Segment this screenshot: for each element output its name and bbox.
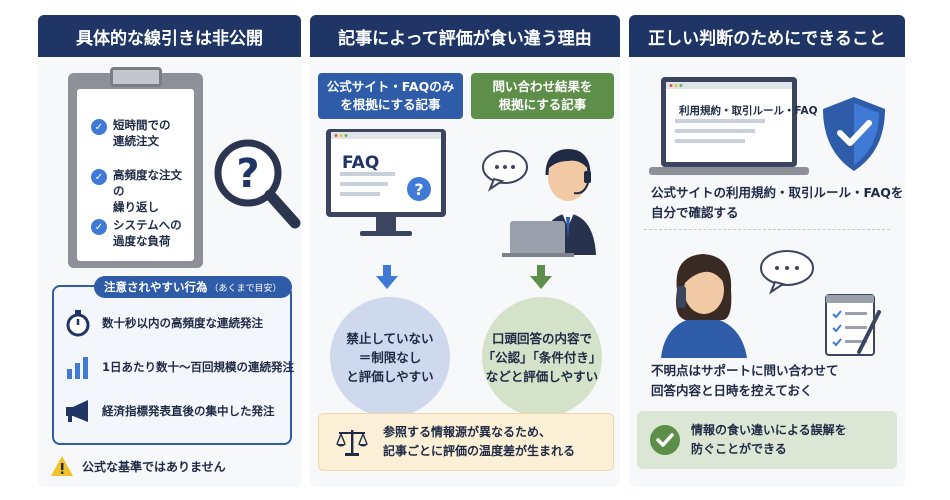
column-1-title: 具体的な線引きは非公開 <box>38 15 301 57</box>
inquiry-source-heading: 問い合わせ結果を 根拠にする記事 <box>471 73 614 119</box>
section-divider <box>644 229 890 230</box>
conclusion-line: 参照する情報源が異なるため、 <box>383 425 552 439</box>
heading-line: 公式サイト・FAQのみ <box>326 79 455 94</box>
column-2-title: 記事によって評価が食い違う理由 <box>310 15 620 57</box>
check-icon: ✓ <box>91 119 107 135</box>
shield-check-icon <box>823 97 885 171</box>
caution-title: 注意されやすい行為（あくまで目安） <box>94 276 292 298</box>
balance-scale-icon <box>336 430 368 456</box>
magnifier-question-icon: ? <box>214 139 301 229</box>
caution-item-label: 1日あたり数十〜百回規模の連続発注 <box>102 360 294 374</box>
column-undisclosed-criteria: 具体的な線引きは非公開 ✓ 短時間での 連続注文 ✓ 高頻度な注文の 繰り返し … <box>38 15 301 487</box>
faq-screen-label: FAQ <box>342 153 380 173</box>
clipboard-clip <box>110 67 162 87</box>
stopwatch-icon <box>64 309 92 337</box>
step-line: 自分で確認する <box>651 205 739 220</box>
caution-item-label: 経済指標発表直後の集中した発注 <box>102 404 275 418</box>
result-line: 情報の食い違いによる誤解を <box>691 423 847 437</box>
svg-text:?: ? <box>414 180 423 199</box>
checklist-text: 連続注文 <box>113 134 159 148</box>
disclaimer-text: 公式な基準ではありません <box>82 459 226 474</box>
arrow-down-icon <box>376 265 398 289</box>
terms-screen-label: 利用規約・取引ルール・FAQ <box>679 105 818 117</box>
official-source-evaluation: 禁止していない ＝制限なし と評価しやすい <box>330 297 450 417</box>
woman-phone-call-illustration <box>661 250 881 358</box>
evaluation-line: などと評価しやすい <box>485 368 599 384</box>
checklist-item: ✓ 高頻度な注文の 繰り返し <box>91 167 191 215</box>
caution-item: 数十秒以内の高頻度な連続発注 <box>64 309 263 337</box>
checklist-item: ✓ システムへの 過度な負荷 <box>91 217 191 249</box>
checklist-item: ✓ 短時間での 連続注文 <box>91 117 191 149</box>
check-icon: ✓ <box>91 169 107 185</box>
conclusion-box: 参照する情報源が異なるため、 記事ごとに評価の温度差が生まれる <box>318 413 614 471</box>
evaluation-line: ＝制限なし <box>358 349 422 365</box>
caution-box: 注意されやすい行為（あくまで目安） 数十秒以内の高頻度な連続発注 1日あたり <box>52 276 294 445</box>
evaluation-line: 「公認」「条件付き」 <box>482 349 602 365</box>
check-circle-icon <box>650 425 680 455</box>
checklist-text: 過度な負荷 <box>113 234 171 248</box>
check-icon: ✓ <box>91 219 107 235</box>
heading-line: 根拠にする記事 <box>498 97 587 112</box>
checklist-text: 短時間での <box>113 118 171 132</box>
official-source-heading: 公式サイト・FAQのみ を根拠にする記事 <box>318 73 463 119</box>
heading-line: を根拠にする記事 <box>340 97 441 112</box>
evaluation-line: と評価しやすい <box>346 368 434 384</box>
faq-monitor-illustration: ? <box>326 129 446 236</box>
caution-item: 経済指標発表直後の集中した発注 <box>64 397 275 425</box>
column-3-title: 正しい判断のためにできること <box>629 15 905 57</box>
caution-item-label: 数十秒以内の高頻度な連続発注 <box>102 316 263 330</box>
caution-title-text: 注意されやすい行為 <box>104 280 208 294</box>
caution-note: （あくまで目安） <box>209 283 282 294</box>
evaluation-line: 口頭回答の内容で <box>491 330 592 346</box>
step-contact-support: 不明点はサポートに問い合わせて 回答内容と日時を控えておく <box>651 361 839 401</box>
clipboard-paper: ✓ 短時間での 連続注文 ✓ 高頻度な注文の 繰り返し ✓ システムへの 過度な… <box>77 89 194 261</box>
disclaimer: 公式な基準ではありません <box>50 455 226 477</box>
checklist-text: システムへの <box>113 218 182 232</box>
caution-item: 1日あたり数十〜百回規模の連続発注 <box>64 353 294 381</box>
column-what-you-can-do: 正しい判断のためにできること 利用規約・取引ルール・FAQ 公式サイトの利用規約… <box>629 15 905 487</box>
checklist-text: 高頻度な注文の <box>113 168 182 198</box>
laptop-terms-illustration <box>649 77 809 175</box>
conclusion-line: 記事ごとに評価の温度差が生まれる <box>383 444 576 458</box>
megaphone-icon <box>64 397 92 425</box>
support-operator-illustration <box>482 149 596 257</box>
warning-icon <box>51 456 73 476</box>
checklist-text: 繰り返し <box>113 200 159 214</box>
evaluation-line: 禁止していない <box>346 330 434 346</box>
column-differing-evaluations: 記事によって評価が食い違う理由 公式サイト・FAQのみ を根拠にする記事 問い合… <box>310 15 620 487</box>
step-line: 不明点はサポートに問い合わせて <box>651 363 839 378</box>
step-line: 公式サイトの利用規約・取引ルール・FAQを <box>651 185 904 200</box>
result-line: 防ぐことができる <box>691 442 787 456</box>
heading-line: 問い合わせ結果を <box>492 79 593 94</box>
svg-text:?: ? <box>236 151 259 197</box>
step-line: 回答内容と日時を控えておく <box>651 383 813 398</box>
inquiry-source-evaluation: 口頭回答の内容で 「公認」「条件付き」 などと評価しやすい <box>482 297 602 417</box>
bar-chart-icon <box>64 353 92 381</box>
step-check-official: 公式サイトの利用規約・取引ルール・FAQを 自分で確認する <box>651 183 903 223</box>
result-box: 情報の食い違いによる誤解を 防ぐことができる <box>637 411 897 469</box>
clipboard-illustration: ✓ 短時間での 連続注文 ✓ 高頻度な注文の 繰り返し ✓ システムへの 過度な… <box>68 67 203 268</box>
arrow-down-icon <box>530 265 552 289</box>
